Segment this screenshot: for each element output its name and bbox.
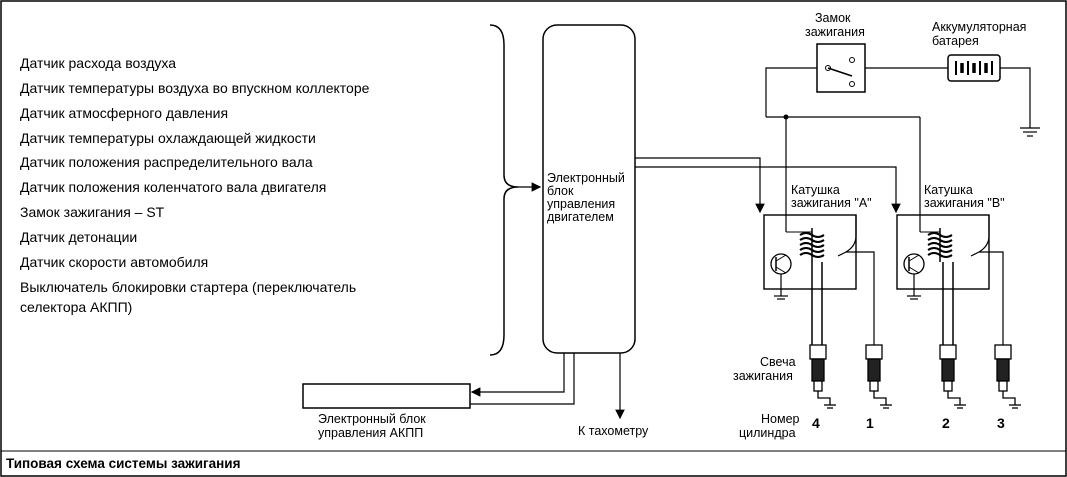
sensor-label: Датчик атмосферного давления [20, 105, 228, 121]
battery-label: Аккумуляторная [932, 20, 1026, 34]
ground-symbol [774, 295, 788, 300]
sensor-brace [489, 24, 519, 356]
sensor-label: Датчик детонации [20, 229, 137, 245]
switch-lever [827, 67, 853, 77]
sensor-label: Замок зажигания – ST [20, 204, 165, 220]
spark-plug-4 [809, 344, 836, 409]
sensor-label: Датчик температуры воздуха во впускном к… [20, 80, 370, 96]
sensor-label: Датчик температуры охлаждающей жидкости [20, 130, 316, 146]
battery-label: батарея [932, 34, 979, 48]
battery-cells [955, 61, 993, 75]
transistor-b [903, 253, 925, 275]
spark-plug-label: Свеча [760, 355, 796, 369]
spark-plug-label: зажигания [733, 369, 793, 383]
sensor-label: Датчик расхода воздуха [20, 55, 176, 71]
spark-plug-1 [865, 344, 892, 409]
coil-a-label: Катушка [791, 183, 840, 197]
ecu-tcu-link [470, 353, 565, 397]
coil-b-label: зажигания "B" [924, 196, 1005, 210]
junction-dot [783, 114, 789, 120]
tcu-ecu-link [470, 353, 575, 405]
transistor-a [770, 253, 792, 275]
ecu-box [542, 24, 636, 354]
ignition-switch-box [816, 43, 866, 93]
sensor-label: Датчик положения коленчатого вала двигат… [20, 179, 326, 195]
sensor-label: Датчик скорости автомобиля [20, 254, 208, 270]
cylinder-number: 4 [812, 415, 820, 431]
cylinder-number: 3 [997, 415, 1005, 431]
sensor-list: Датчик расхода воздуха Датчик температур… [20, 55, 370, 315]
battery-to-ground-wire [1000, 67, 1031, 128]
ignition-switch-label: зажигания [805, 25, 865, 39]
ignition-coil-a [763, 214, 875, 345]
ecu-label: блок [547, 184, 574, 198]
cylinder-number-label: цилиндра [739, 426, 796, 440]
coil-a-label: зажигания "A" [791, 196, 872, 210]
coil-b-label: Катушка [924, 183, 973, 197]
cylinder-number-label: Номер [761, 412, 800, 426]
cylinder-number: 1 [866, 415, 874, 431]
ignition-switch-label: Замок [815, 11, 851, 25]
switch-contact [849, 57, 855, 63]
coil-a-housing [763, 214, 857, 290]
ecu-signal-coil-b [635, 166, 901, 214]
ecu-label: двигателем [547, 210, 614, 224]
spark-plug-3 [994, 344, 1021, 409]
tachometer-label: К тахометру [578, 424, 649, 438]
ecu-signal-coil-a [635, 157, 765, 214]
spark-plug-2 [939, 344, 966, 409]
diagram-caption: Типовая схема системы зажигания [6, 456, 240, 471]
ignition-coil-b [896, 214, 1004, 345]
switch-contact [849, 81, 855, 87]
ground-symbol [1020, 127, 1040, 137]
ground-symbol [907, 295, 921, 300]
ecu-label: Электронный [547, 171, 625, 185]
cylinder-number: 2 [942, 415, 950, 431]
tcu-label: Электронный блок [318, 412, 426, 426]
tcu-box [302, 383, 471, 409]
sensor-label: Выключатель блокировки стартера (переклю… [20, 279, 356, 295]
power-wire-top [765, 67, 817, 117]
sensor-label: селектора АКПП) [20, 299, 132, 315]
ecu-label: управления [547, 197, 615, 211]
tcu-label: управления АКПП [318, 426, 423, 440]
sensor-label: Датчик положения распределительного вала [20, 154, 313, 170]
